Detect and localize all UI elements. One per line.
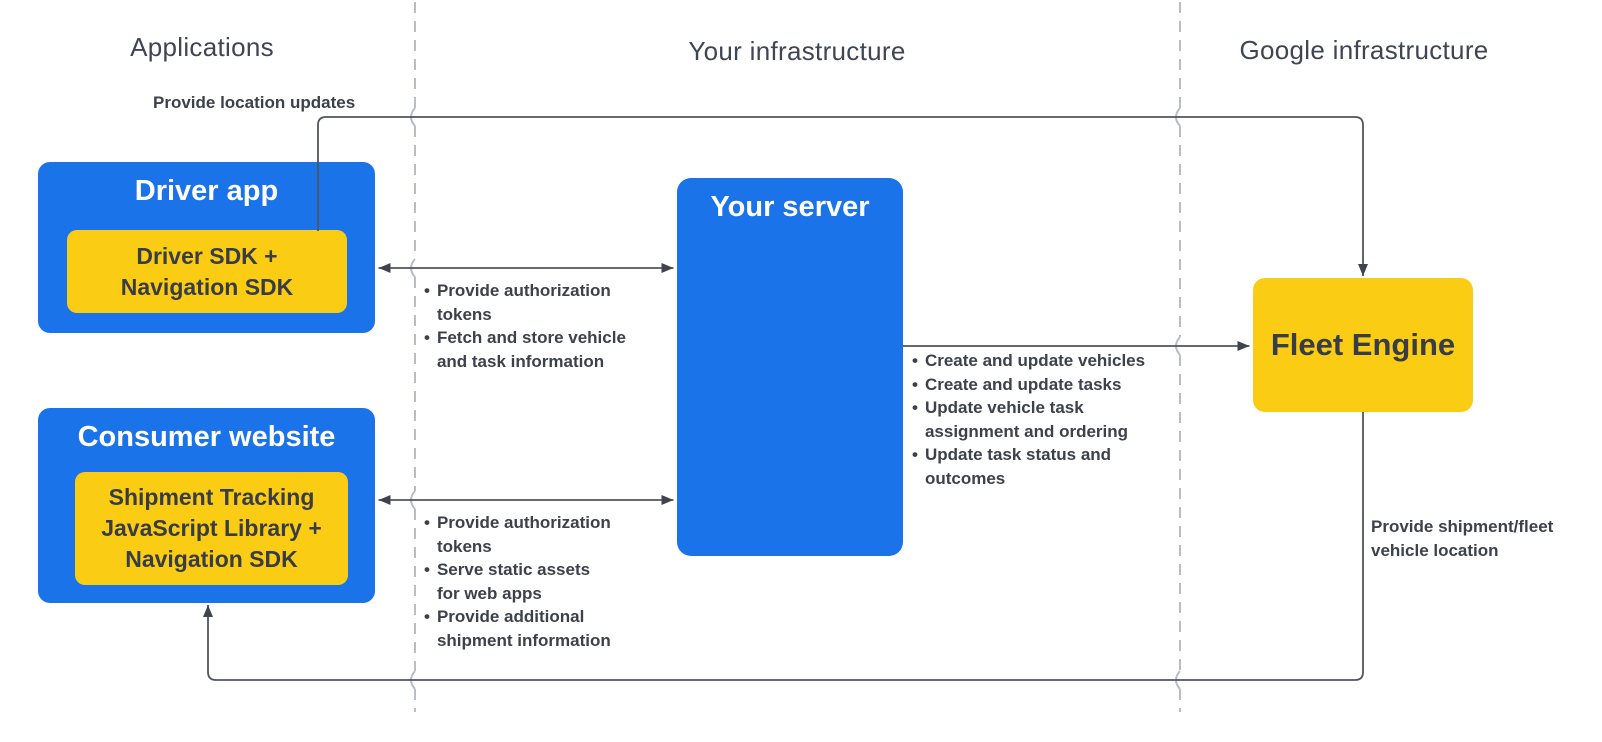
driver-server-bullet-list: Provide authorization tokens Fetch and s… <box>424 279 640 373</box>
list-item: Provide authorization tokens <box>424 279 640 326</box>
driver-app-title: Driver app <box>134 175 279 207</box>
consumer-server-bullet-list: Provide authorization tokens Serve stati… <box>424 511 640 652</box>
list-item: Create and update tasks <box>912 373 1157 397</box>
lane-divider-left <box>410 2 416 712</box>
server-fleet-bullet-list: Create and update vehicles Create and up… <box>912 349 1157 490</box>
your-server-title: Your server <box>710 191 870 223</box>
list-item: Fetch and store vehicle and task informa… <box>424 326 640 373</box>
lane-header-applications: Applications <box>130 32 274 62</box>
fleet-engine-node: Fleet Engine <box>1253 278 1473 412</box>
lane-header-your-infrastructure: Your infrastructure <box>688 36 906 66</box>
lane-header-google-infrastructure: Google infrastructure <box>1239 35 1489 65</box>
list-item: Update vehicle task assignment and order… <box>912 396 1157 443</box>
list-item: Create and update vehicles <box>912 349 1157 373</box>
shipment-tracking-library-node: Shipment Tracking JavaScript Library + N… <box>75 472 348 585</box>
list-item: Provide authorization tokens <box>424 511 640 558</box>
consumer-website-title: Consumer website <box>77 421 336 453</box>
edge-label-location-updates: Provide location updates <box>153 93 356 112</box>
list-item: Provide additional shipment information <box>424 605 640 652</box>
driver-app-node: Driver app Driver SDK + Navigation SDK <box>38 162 375 333</box>
edge-label-shipment-location: Provide shipment/fleet vehicle location <box>1371 517 1554 560</box>
consumer-website-node: Consumer website Shipment Tracking JavaS… <box>38 408 375 603</box>
driver-sdk-node: Driver SDK + Navigation SDK <box>67 230 347 313</box>
lane-divider-right <box>1175 2 1181 712</box>
list-item: Update task status and outcomes <box>912 443 1157 490</box>
your-server-node: Your server <box>677 178 903 556</box>
list-item: Serve static assets for web apps <box>424 558 640 605</box>
